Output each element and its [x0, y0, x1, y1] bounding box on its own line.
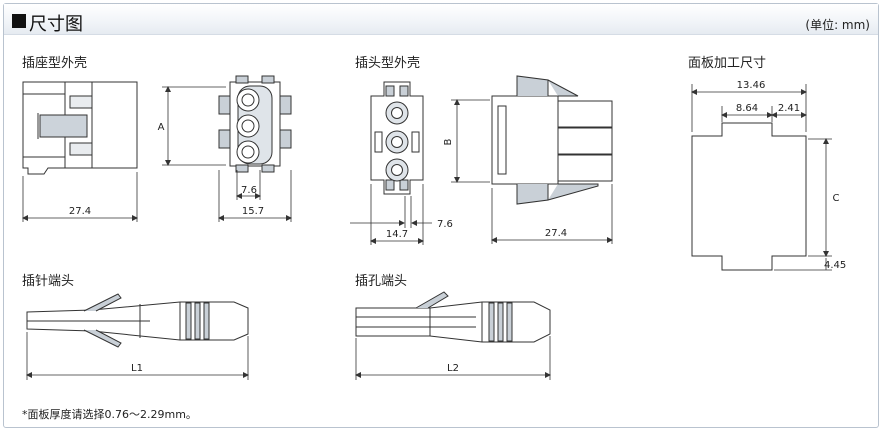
socket-width-dimension [218, 170, 292, 222]
panel-total-value: 13.46 [737, 80, 766, 91]
plug-pitch-value: 7.6 [437, 219, 453, 230]
socket-length-dimension [22, 172, 138, 222]
panel-step-value: 2.41 [778, 103, 800, 114]
panel-c-label: C [833, 193, 840, 204]
socket-housing-front-view [218, 75, 292, 173]
panel-cutout-outline [691, 122, 807, 271]
page-title: 尺寸图 [29, 14, 83, 35]
plug-length-dimension [491, 184, 613, 244]
plug-b-dimension [451, 99, 490, 183]
header-bar: 尺寸图 (单位: mm) [4, 4, 878, 35]
plug-length-value: 27.4 [545, 228, 567, 239]
plug-housing-side-view [491, 75, 613, 205]
panel-thickness-note: *面板厚度请选择0.76～2.29mm。 [22, 408, 197, 421]
socket-terminal-drawing [355, 291, 551, 343]
section-label-panel-cutout: 面板加工尺寸 [688, 56, 767, 71]
plug-b-label: B [443, 138, 454, 145]
plug-pitch-dimension [350, 196, 432, 228]
socket-width-value: 15.7 [242, 206, 264, 217]
socket-a-dimension [162, 86, 226, 166]
panel-bottom-dimension [774, 258, 832, 271]
plug-width-dimension [370, 184, 424, 245]
section-label-plug-housing: 插头型外壳 [355, 56, 421, 71]
panel-inner-value: 8.64 [736, 103, 758, 114]
section-label-pin-terminal: 插针端头 [22, 274, 75, 289]
socket-housing-side-view [22, 81, 138, 175]
socket-a-label: A [158, 122, 165, 133]
plug-width-value: 14.7 [386, 229, 408, 240]
socket-length-value: 27.4 [69, 206, 91, 217]
plug-housing-front-view [370, 81, 424, 195]
socket-pitch-dimension [236, 170, 261, 200]
pin-terminal-drawing [26, 293, 249, 348]
panel-c-dimension [808, 138, 832, 257]
panel-total-dimension [691, 84, 807, 132]
title-square-icon [12, 14, 26, 28]
socket-pitch-value: 7.6 [241, 185, 257, 196]
unit-label: (单位: mm) [805, 18, 870, 32]
drawing-frame [3, 3, 879, 428]
panel-bottom-value: 4.45 [824, 260, 846, 271]
pin-l1-dimension [26, 332, 249, 380]
section-label-socket-terminal: 插孔端头 [355, 274, 408, 289]
section-label-socket-housing: 插座型外壳 [22, 56, 88, 71]
socket-l2-dimension [355, 336, 551, 380]
pin-l1-label: L1 [131, 363, 143, 374]
socket-l2-label: L2 [447, 363, 459, 374]
